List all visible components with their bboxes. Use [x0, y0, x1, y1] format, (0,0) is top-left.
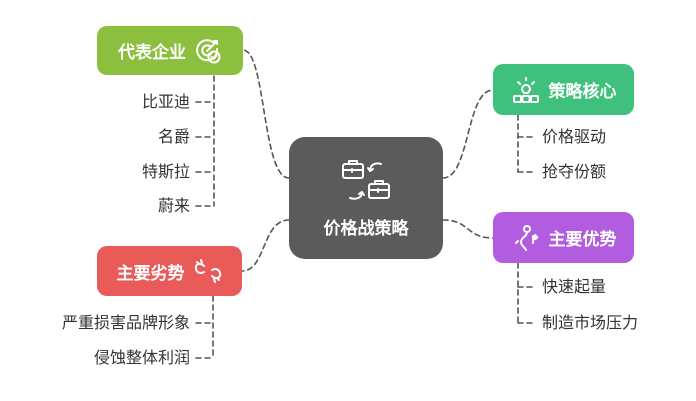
branch-disadvantages: 主要劣势 — [97, 246, 242, 296]
branch-advantages: 主要优势 — [493, 212, 634, 263]
target-check-icon — [196, 38, 221, 63]
branch-companies-title: 代表企业 — [118, 43, 186, 63]
leaf-advantages-pressure: 制造市场压力 — [542, 313, 639, 332]
connector-center-core — [442, 89, 494, 179]
lightbulb-blocks-icon — [512, 76, 539, 103]
leaf-disadvantages-brand: 严重损害品牌形象 — [61, 313, 190, 332]
branch-companies: 代表企业 — [97, 26, 243, 75]
route-flag-icon — [514, 224, 538, 251]
center-title: 价格战策略 — [323, 218, 409, 239]
leaf-advantages-fast: 快速起量 — [542, 277, 607, 296]
leaf-companies-tesla: 特斯拉 — [141, 162, 190, 181]
leaf-disadvantages-profit: 侵蚀整体利润 — [93, 348, 190, 367]
leaf-companies-byd: 比亚迪 — [141, 92, 190, 111]
connector-center-disadvantages — [241, 219, 290, 272]
connector-center-advantages — [442, 219, 494, 239]
branch-disadvantages-title: 主要劣势 — [116, 263, 185, 284]
leaf-core-price: 价格驱动 — [542, 127, 607, 146]
broken-link-icon — [194, 259, 221, 283]
leaf-companies-nio: 蔚来 — [157, 196, 190, 215]
leaf-companies-mg: 名爵 — [157, 127, 190, 146]
leaf-core-share: 抢夺份额 — [542, 162, 607, 181]
briefcase-swap-icon — [342, 159, 390, 200]
branch-core: 策略核心 — [493, 64, 634, 115]
branch-core-title: 策略核心 — [548, 82, 617, 102]
connector-center-companies — [242, 49, 290, 179]
branch-advantages-title: 主要优势 — [548, 230, 617, 250]
center-node: 价格战策略 — [289, 137, 443, 259]
